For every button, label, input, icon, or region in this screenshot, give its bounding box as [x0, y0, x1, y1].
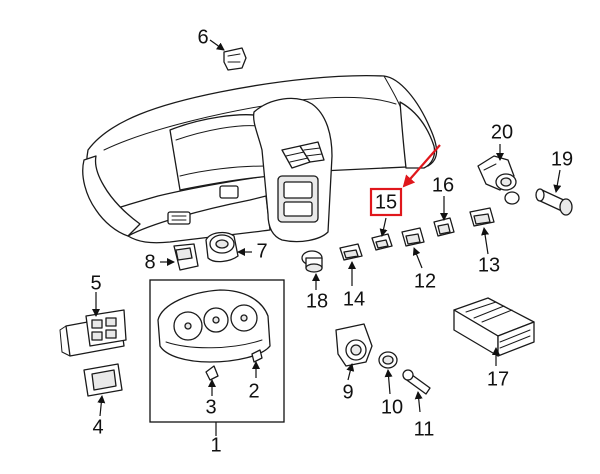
highlight-pointer-arrow: [402, 144, 441, 188]
callout-15: 15: [375, 191, 397, 213]
callout-2: 2: [248, 380, 259, 402]
callout-labels: 6 7 8 18 14 15 12 16 13 20 19 5 4 3 2 1 …: [90, 26, 573, 456]
part-12-switch: [401, 227, 425, 247]
callout-6: 6: [197, 26, 208, 48]
callout-7: 7: [256, 240, 267, 262]
part-13-switch: [469, 207, 495, 227]
callout-11: 11: [414, 418, 435, 440]
part-8-switch: [173, 243, 199, 271]
part-7-headlamp-switch: [205, 231, 239, 263]
callout-10: 10: [381, 396, 403, 418]
callout-19: 19: [551, 148, 573, 170]
callout-9: 9: [342, 381, 353, 403]
callout-3: 3: [205, 396, 216, 418]
callout-14: 14: [343, 288, 365, 310]
callout-17: 17: [487, 368, 509, 390]
callout-1: 1: [210, 434, 221, 456]
callout-15-highlight-box: [369, 187, 403, 217]
part-20-ignition-switch: [477, 155, 520, 205]
callout-16: 16: [432, 174, 454, 196]
part-1-instrument-cluster-box: [149, 279, 285, 423]
instrument-panel-illustration: [82, 74, 438, 244]
callout-4: 4: [92, 416, 103, 438]
part-6-clip: [223, 47, 247, 71]
part-17-module: [453, 297, 535, 357]
callout-18: 18: [306, 290, 328, 312]
callout-8: 8: [144, 251, 155, 273]
leader-lines: [92, 39, 562, 436]
callout-13: 13: [478, 254, 500, 276]
part-18-sensor: [301, 250, 323, 273]
part-11-key: [402, 369, 431, 395]
part-4-module: [83, 363, 123, 397]
part-5-control-module: [59, 309, 127, 357]
highlight-annotation: [369, 144, 441, 217]
callout-12: 12: [414, 270, 436, 292]
callout-5: 5: [90, 272, 101, 294]
part-16-switch: [433, 217, 455, 237]
part-19-lock-cylinder: [535, 188, 573, 216]
part-14-switch: [339, 243, 363, 261]
part-10-ring: [378, 351, 398, 369]
part-9-switch: [335, 323, 373, 367]
part-15-switch: [371, 233, 393, 251]
callout-20: 20: [491, 121, 513, 143]
